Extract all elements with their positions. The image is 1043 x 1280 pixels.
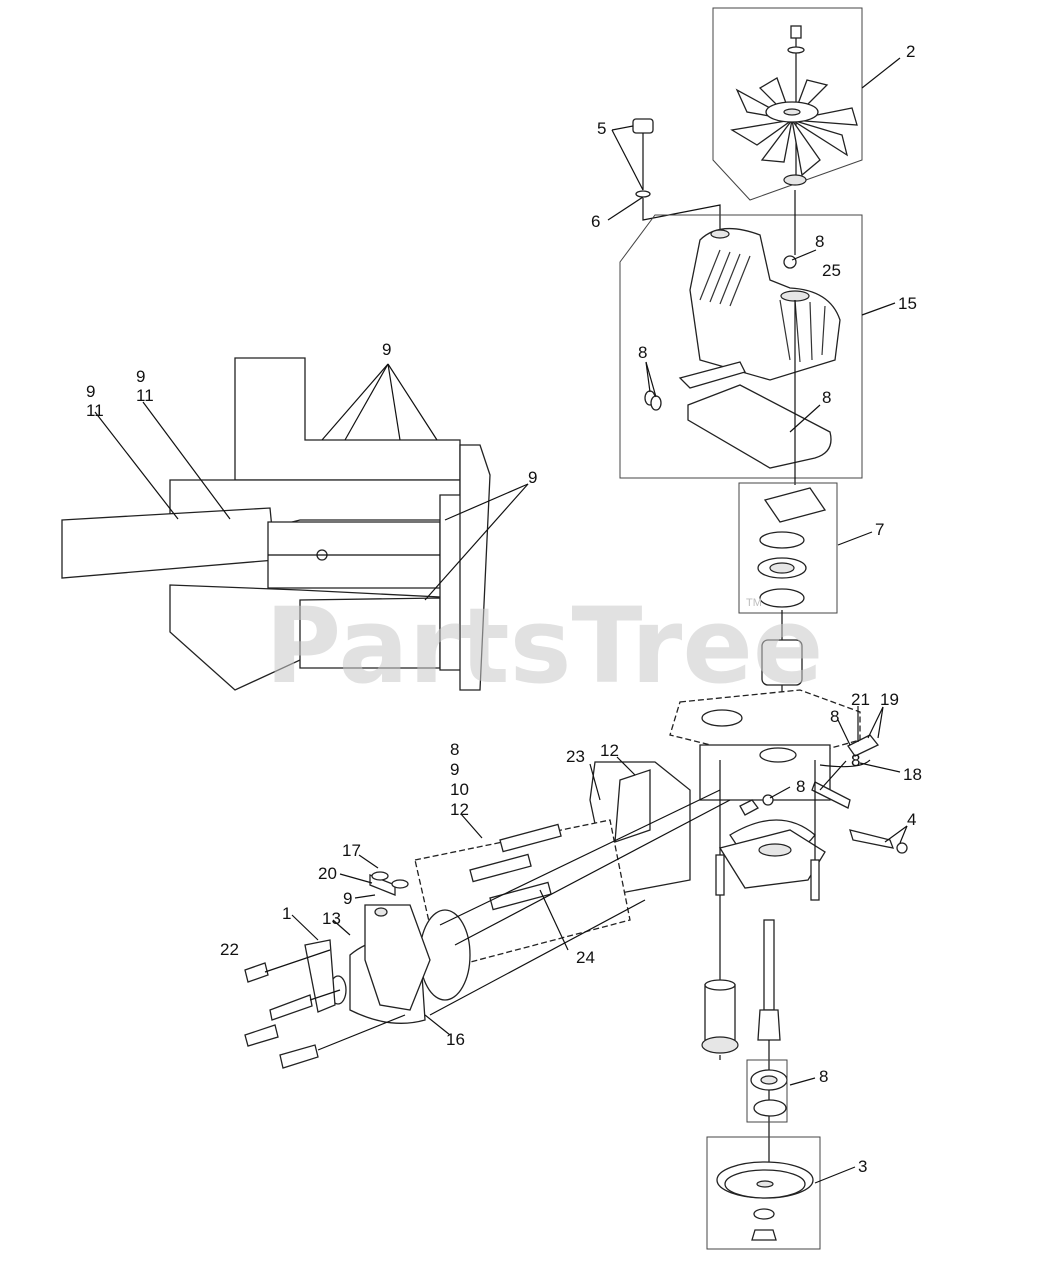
callout-label: 8 bbox=[819, 1067, 828, 1086]
callout-label: 8 bbox=[830, 707, 839, 726]
callout-label: 23 bbox=[566, 747, 585, 766]
callout-label: 9 bbox=[343, 889, 352, 908]
bearing-assembly bbox=[738, 482, 838, 700]
callout-label: 15 bbox=[898, 294, 917, 313]
callout-label: 11 bbox=[136, 386, 154, 405]
callout-labels: 2 5 6 8 25 15 8 8 7 9 9 11 9 11 9 21 19 … bbox=[86, 42, 922, 1176]
fan-assembly bbox=[712, 7, 863, 201]
callout-label: 19 bbox=[880, 690, 899, 709]
callout-label: 11 bbox=[86, 401, 104, 420]
base-plate-assembly bbox=[715, 760, 826, 1000]
callout-label: 8 bbox=[851, 751, 860, 770]
watermark-text: PartsTree bbox=[265, 585, 823, 707]
callout-label: 6 bbox=[591, 212, 600, 231]
leader-lines bbox=[94, 57, 908, 1184]
fill-cap-assembly bbox=[632, 118, 721, 234]
callout-label: 22 bbox=[220, 940, 239, 959]
callout-label: 13 bbox=[322, 909, 341, 928]
callout-label: 3 bbox=[858, 1157, 867, 1176]
upper-housing-assembly bbox=[619, 190, 863, 485]
callout-label: 5 bbox=[597, 119, 606, 138]
callout-label: 12 bbox=[600, 741, 619, 760]
motor-assembly bbox=[244, 761, 731, 1069]
callout-label: 10 bbox=[450, 780, 469, 799]
cross-section-view bbox=[61, 357, 491, 691]
callout-label: 1 bbox=[282, 904, 291, 923]
callout-label: 8 bbox=[796, 777, 805, 796]
callout-label: 9 bbox=[528, 468, 537, 487]
callout-label: 9 bbox=[382, 340, 391, 359]
callout-label: 8 bbox=[822, 388, 831, 407]
callout-label: 16 bbox=[446, 1030, 465, 1049]
callout-label: 8 bbox=[450, 740, 459, 759]
callout-label: 9 bbox=[86, 382, 95, 401]
callout-label: 2 bbox=[906, 42, 915, 61]
callout-label: 9 bbox=[136, 367, 145, 386]
callout-label: 9 bbox=[450, 760, 459, 779]
callout-label: 12 bbox=[450, 800, 469, 819]
callout-label: 21 bbox=[851, 690, 870, 709]
callout-label: 25 bbox=[822, 261, 841, 280]
callout-label: 8 bbox=[638, 343, 647, 362]
callout-label: 8 bbox=[815, 232, 824, 251]
callout-label: 24 bbox=[576, 948, 595, 967]
callout-label: 20 bbox=[318, 864, 337, 883]
watermark-trademark: TM bbox=[746, 597, 762, 609]
callout-label: 17 bbox=[342, 841, 361, 860]
callout-label: 4 bbox=[907, 810, 916, 829]
callout-label: 7 bbox=[875, 520, 884, 539]
filter-and-shaft bbox=[701, 919, 788, 1175]
callout-label: 18 bbox=[903, 765, 922, 784]
pulley-assembly bbox=[706, 1136, 821, 1250]
